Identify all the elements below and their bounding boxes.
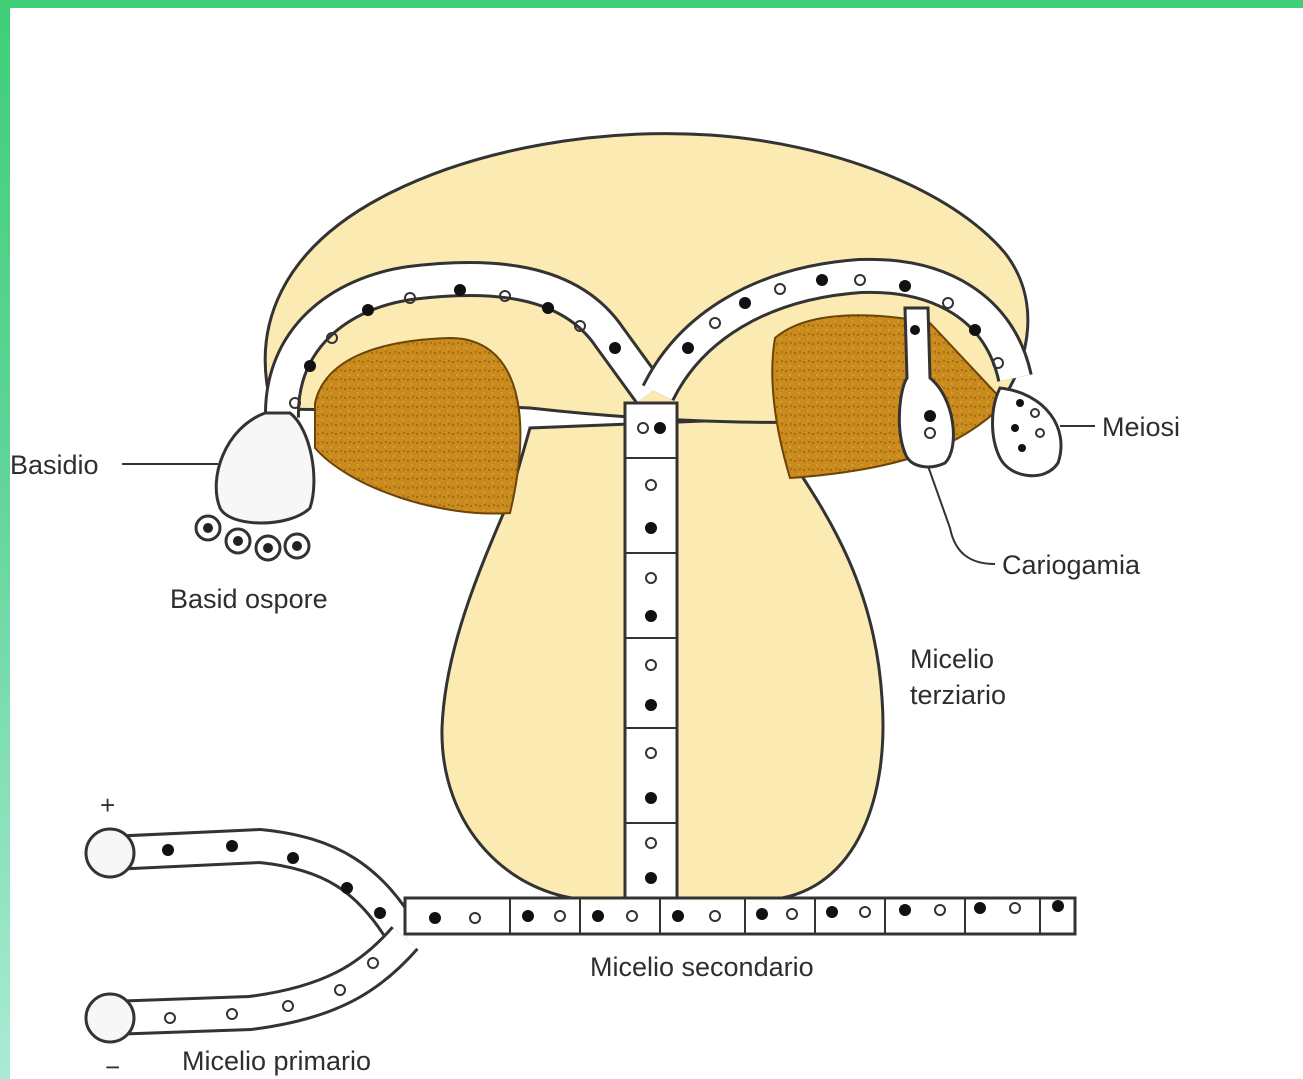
diagram-canvas: Basidio Basid ospore Meiosi Cariogamia M…: [10, 8, 1303, 1079]
stalk-hypha: [625, 403, 677, 903]
primary-tip-minus: [86, 994, 134, 1042]
label-plus: +: [100, 790, 115, 820]
label-micelio-secondario: Micelio secondario: [590, 952, 814, 982]
label-basidiospore: Basid ospore: [170, 584, 328, 614]
label-meiosi: Meiosi: [1102, 412, 1180, 442]
label-micelio-terziario-line1: Micelio: [910, 644, 994, 674]
label-basidio: Basidio: [10, 450, 99, 480]
label-cariogamia: Cariogamia: [1002, 550, 1141, 580]
meiosis-cell: [993, 388, 1061, 476]
primary-tip-plus: [86, 829, 134, 877]
label-micelio-terziario-line2: terziario: [910, 680, 1006, 710]
label-micelio-primario: Micelio primario: [182, 1046, 371, 1076]
fungus-life-cycle-diagram: Basidio Basid ospore Meiosi Cariogamia M…: [10, 8, 1303, 1079]
secondary-hypha: [405, 898, 1075, 934]
left-gills: [315, 338, 520, 514]
label-minus: −: [105, 1052, 120, 1079]
basidium: [216, 413, 314, 523]
